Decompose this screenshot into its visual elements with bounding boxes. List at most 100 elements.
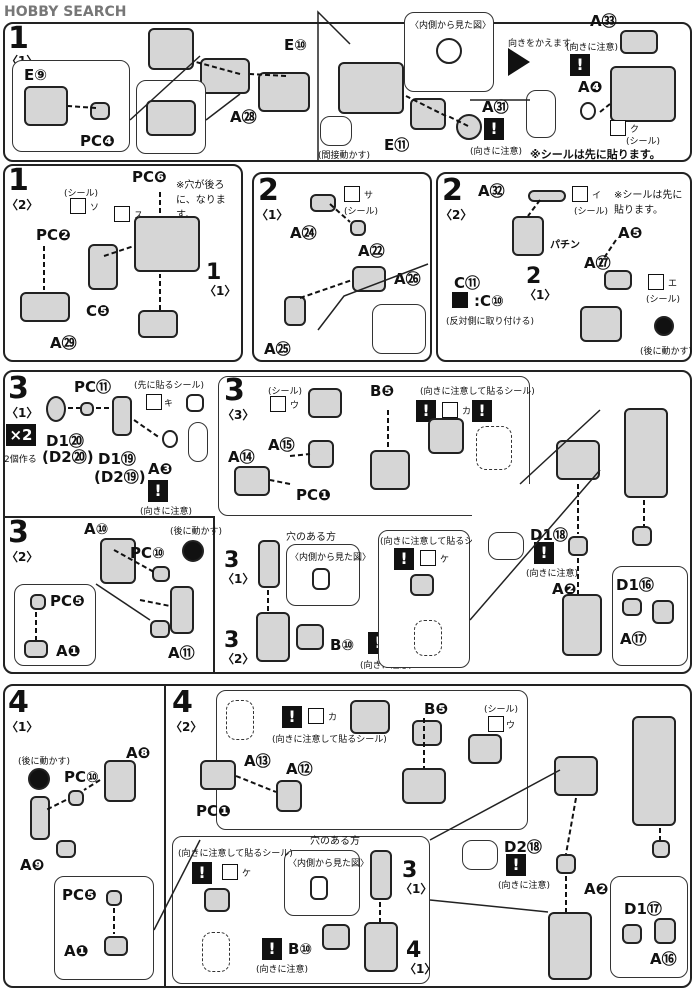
hobby-search-logo: HOBBY SEARCH: [4, 4, 126, 20]
move-joint-callout: [320, 116, 352, 146]
seal-ku: [610, 120, 626, 136]
ref-sub-2: 〈1〉: [404, 962, 437, 976]
seal-ke-outline: [414, 620, 442, 656]
caution-seal-text-2: (向きに注意して貼るシール): [178, 849, 293, 859]
label-c11: C⑪: [454, 274, 481, 292]
part-3-joint-small: [632, 526, 652, 546]
back-move-text: (後に動かす): [18, 757, 71, 767]
back-move-icon: [28, 768, 50, 790]
part-pc4: [90, 102, 110, 120]
seal-ka: [442, 402, 458, 418]
part-2-2-hand: [512, 216, 544, 256]
part-pc6-ball: [138, 310, 178, 338]
label-d2-19: (D2⑲): [94, 468, 146, 486]
step-sub: 〈1〉: [6, 720, 39, 734]
part-a13: [200, 760, 236, 790]
seal-ka-outline: [476, 426, 512, 470]
part-3-right-lower: [562, 594, 602, 656]
step-sub: 〈3〉: [222, 408, 255, 422]
part-4-1-cap: [56, 840, 76, 858]
part-4-right-lower: [548, 912, 592, 980]
part-a9: [30, 796, 50, 840]
step-sub: 〈2〉: [6, 550, 39, 564]
seal-label-2: (シール): [646, 295, 681, 305]
caution-icon-2: !: [570, 54, 590, 76]
ref-step: 2: [526, 264, 542, 289]
label-e9: E⑨: [24, 66, 47, 84]
part-a25: [284, 296, 306, 326]
caution-icon: !: [148, 480, 168, 502]
label-e10: E⑩: [284, 36, 307, 54]
back-move-icon: [654, 316, 674, 336]
back-move-text: (後に動かす): [170, 527, 223, 537]
label-a32: A㉜: [478, 182, 505, 200]
step-sub: 〈2〉: [6, 198, 39, 212]
label-d1-20: D1⑳: [46, 432, 84, 450]
callout-3-2: [14, 584, 96, 666]
seal-ki-preview: [186, 394, 204, 412]
part-3-mid-upper: [258, 540, 280, 588]
label-d2-20: (D2⑳): [42, 448, 94, 466]
seal-sa-label: サ: [364, 191, 374, 201]
part-d1-17: [622, 924, 642, 944]
seal-ke-preview: [410, 574, 434, 596]
step-number-4-2: 4: [172, 685, 193, 720]
step-number: 1: [8, 21, 29, 56]
label-pc2: PC❷: [36, 226, 71, 244]
seal-first-note: ※シールは先に貼ります。: [614, 190, 683, 216]
seal-u-preview: [308, 388, 342, 418]
seal-ki-label: キ: [164, 399, 174, 409]
part-4-joint-small: [652, 840, 670, 858]
part-a27: [604, 270, 632, 290]
label-a9: A❾: [20, 856, 45, 874]
label-a8: A❽: [126, 744, 151, 762]
part-a15: [308, 440, 334, 468]
label-a25: A㉕: [264, 340, 291, 358]
part-a24: [310, 194, 336, 212]
seal-u-preview: [468, 734, 502, 764]
seal-u: [488, 716, 504, 732]
seal-ke: [420, 550, 436, 566]
seal-so: [70, 198, 86, 214]
ref-step-2: 4: [406, 938, 422, 963]
seal-label: (シール): [574, 207, 609, 217]
ref-sub: 〈1〉: [524, 288, 557, 302]
logo-text: HOBBY SEARCH: [4, 4, 127, 20]
part-a31: [456, 114, 482, 140]
pachin-text: パチン: [550, 240, 580, 251]
part-a11: [170, 586, 194, 634]
label-d1-19: D1⑲: [98, 450, 136, 468]
a3-detail: [188, 422, 208, 462]
label-d1-17: D1⑰: [624, 900, 662, 918]
hole-side-text: 穴のある方: [286, 532, 336, 543]
ref-sub-1: 〈1〉: [222, 572, 255, 586]
label-a13: A⑬: [244, 752, 271, 770]
step-2-2-panel: [436, 172, 692, 362]
caution-seal-text: (向きに注意して貼るシール): [272, 735, 387, 745]
ref-step-2: 3: [224, 628, 240, 653]
seal-e-label: エ: [668, 279, 678, 289]
seal-ke-label: ケ: [242, 869, 252, 879]
caution-icon: !: [484, 118, 504, 140]
label-a28: A㉘: [230, 108, 257, 126]
label-b10: B⑩: [288, 940, 313, 958]
ref-step-1: 3: [402, 858, 418, 883]
label-a11: A⑪: [168, 644, 195, 662]
label-e11: E⑪: [384, 136, 410, 154]
seal-u-label: ウ: [506, 721, 516, 731]
part-4-2-mid-lower: [364, 922, 398, 972]
part-e9: [24, 86, 68, 126]
label-pc4: PC❹: [80, 132, 115, 150]
inside-view-circle: [436, 38, 462, 64]
part-b10: [296, 624, 324, 650]
label-a29: A㉙: [50, 334, 77, 352]
part-d2-18-icon: [462, 840, 498, 870]
x2-badge: ×2: [6, 424, 36, 446]
part-d1-20: [46, 396, 66, 422]
part-a1: [24, 640, 48, 658]
callout-2-1: [372, 304, 426, 354]
part-4-leg: [632, 716, 676, 826]
inside-view-part: [310, 876, 328, 900]
label-pc11: PC⑪: [74, 378, 112, 396]
